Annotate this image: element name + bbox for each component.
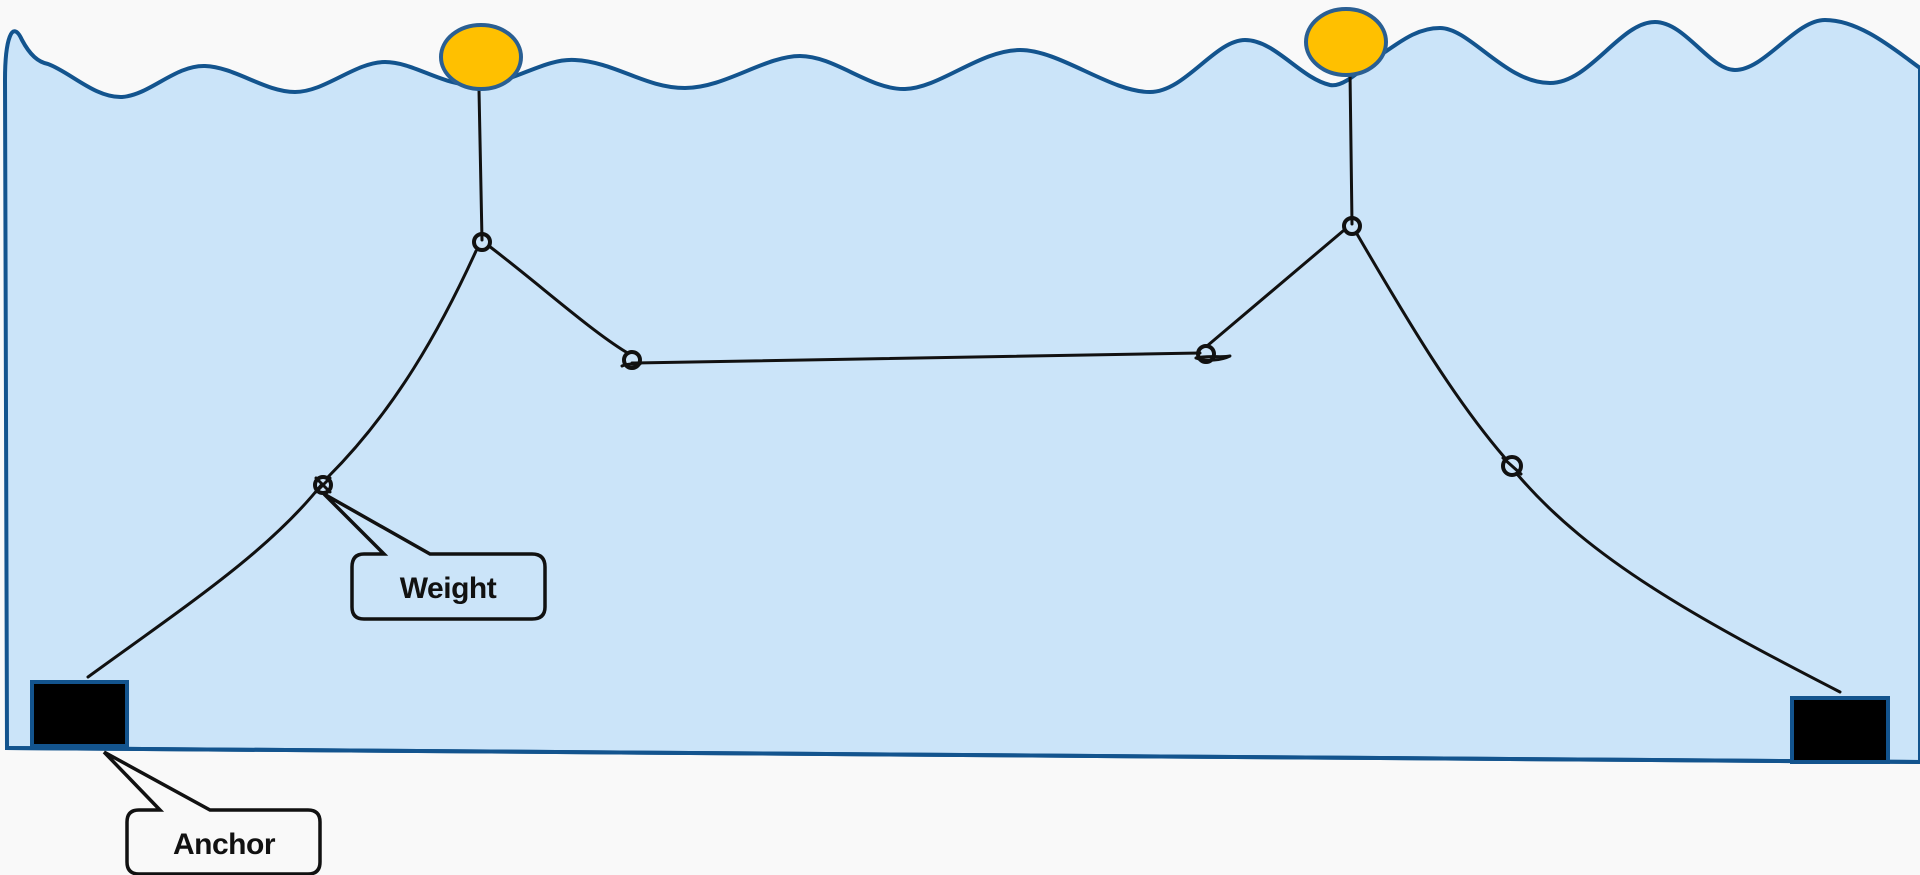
water-body — [2, 17, 1920, 765]
bridle-line-left — [487, 244, 628, 354]
mooring-line-right-upper — [1355, 232, 1507, 460]
weight-label: Weight — [400, 572, 497, 605]
weight-right — [1501, 455, 1523, 477]
anchor-right — [1790, 696, 1890, 764]
surface-buoy-right — [1304, 7, 1388, 77]
connector-ring-left-top — [472, 232, 492, 252]
anchor-label: Anchor — [173, 828, 276, 861]
weight-callout: Weight — [322, 492, 547, 621]
horizontal-line — [630, 351, 1202, 365]
anchor-left — [30, 680, 129, 748]
connector-ring-left-mid — [620, 350, 642, 370]
seabed-line — [6, 746, 1920, 764]
surface-buoy-left — [439, 23, 523, 91]
connector-ring-right-top — [1342, 216, 1362, 236]
mooring-line-right-lower — [1515, 472, 1842, 694]
buoy-tether-right — [1348, 70, 1354, 226]
anchor-callout: Anchor — [102, 750, 322, 875]
weight-left — [313, 475, 333, 495]
buoy-tether-left — [477, 88, 484, 242]
mooring-line-left-lower — [86, 482, 324, 679]
mooring-line-left-upper — [326, 249, 478, 479]
connector-ring-right-mid — [1194, 344, 1232, 364]
bridle-line-right — [1205, 229, 1345, 348]
